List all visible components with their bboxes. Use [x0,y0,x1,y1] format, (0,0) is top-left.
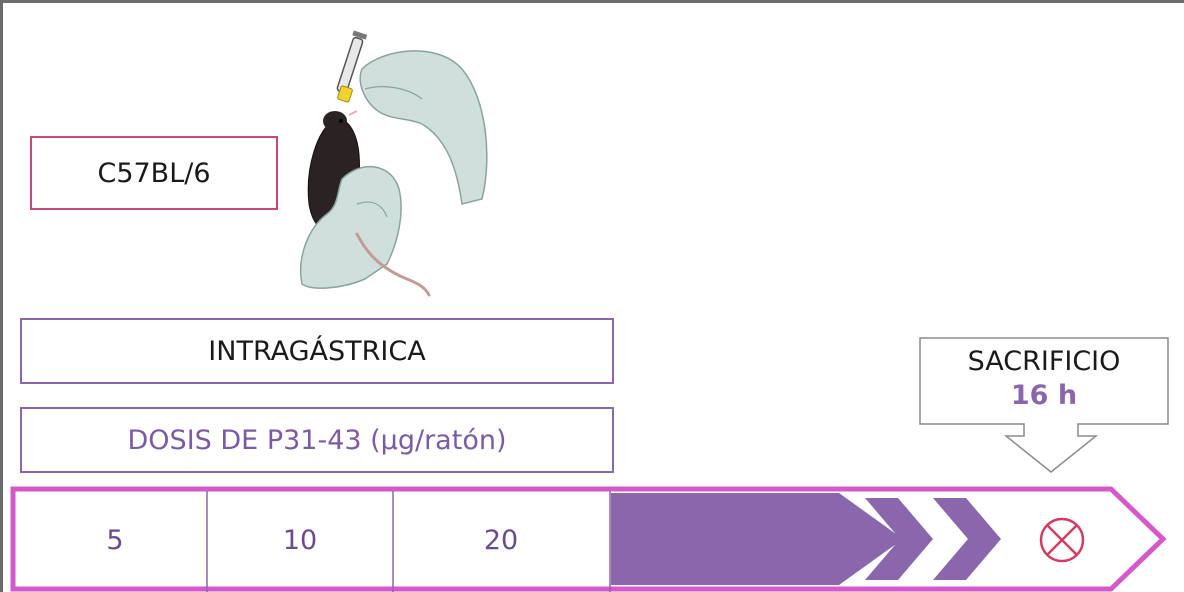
dose-title: DOSIS DE P31-43 (µg/ratón) [128,425,507,456]
mouse-gavage-icon [287,29,507,299]
strain-label: C57BL/6 [97,158,210,189]
route-label: INTRAGÁSTRICA [208,336,425,367]
sacrifice-callout-text: SACRIFICIO 16 h [921,345,1167,413]
dose-value-3: 20 [484,525,518,556]
route-box: INTRAGÁSTRICA [20,318,614,384]
timeline-arrow [3,483,1184,592]
strain-box: C57BL/6 [30,136,278,210]
sacrifice-title: SACRIFICIO [921,345,1167,379]
dose-title-box: DOSIS DE P31-43 (µg/ratón) [20,407,614,473]
dose-value-2: 10 [283,525,317,556]
dose-value-1: 5 [106,525,123,556]
sacrifice-time: 16 h [921,379,1167,413]
